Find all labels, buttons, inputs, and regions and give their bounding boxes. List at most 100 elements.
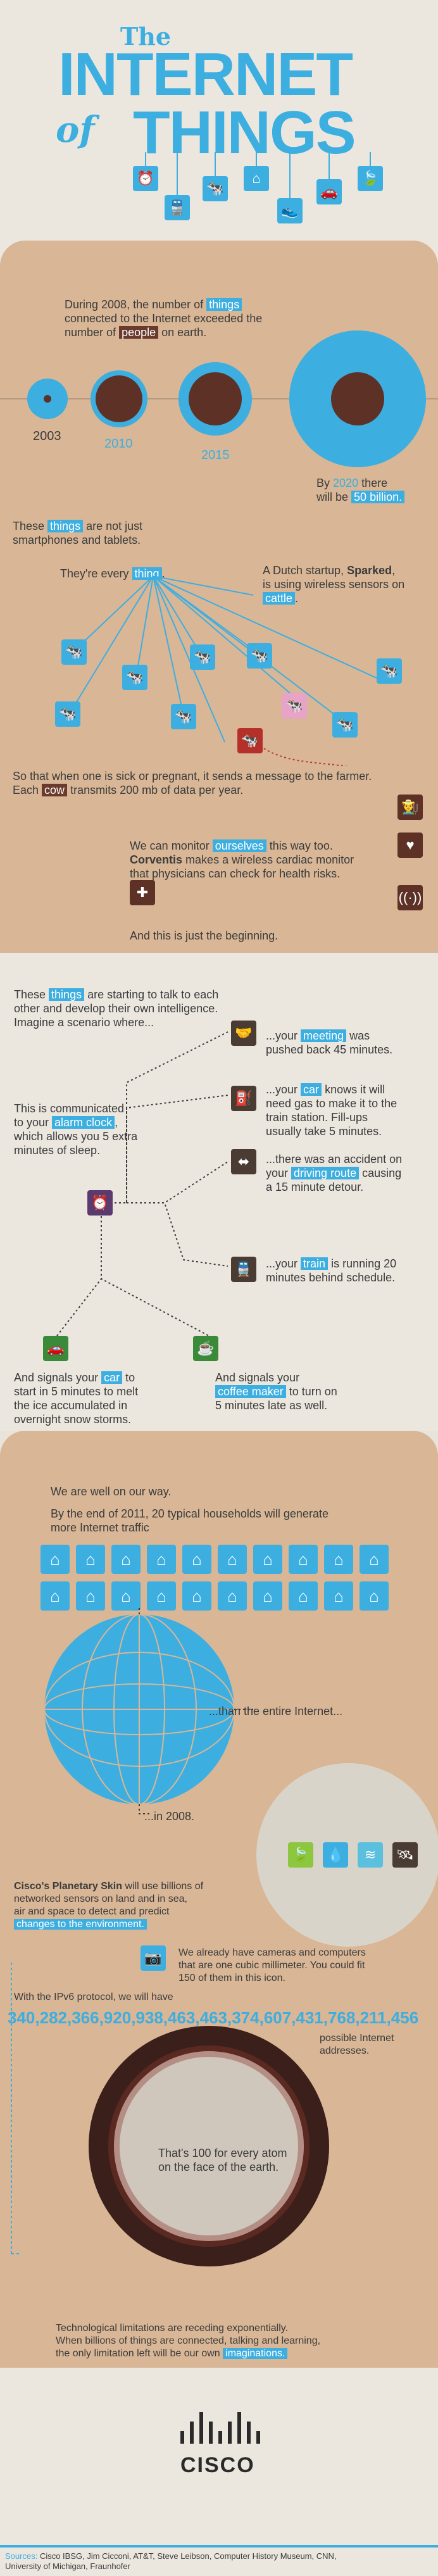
- satellite-icon: 🛰: [392, 1842, 418, 1868]
- cow-icon: 🐄: [171, 704, 196, 729]
- limitations-text: Technological limitations are receding e…: [56, 2323, 321, 2359]
- year-2010: 2010: [104, 437, 133, 451]
- household-icon: ⌂: [360, 1581, 389, 1611]
- household-icon: ⌂: [253, 1545, 282, 1574]
- household-grid: ⌂⌂⌂⌂⌂⌂⌂⌂⌂⌂⌂⌂⌂⌂⌂⌂⌂⌂⌂⌂: [41, 1545, 395, 1621]
- cow-icon-pregnant: 🐄: [282, 693, 307, 719]
- water-drop-icon: 💧: [323, 1842, 348, 1868]
- globe-graphic: [44, 1608, 253, 1814]
- household-icon: ⌂: [111, 1581, 141, 1611]
- year-2015: 2015: [201, 448, 230, 462]
- wireless-icon: ((·)): [397, 885, 423, 910]
- shoe-icon: 👟: [277, 198, 303, 223]
- well-on-way-text: We are well on our way.: [51, 1485, 172, 1498]
- wind-icon: ≋: [358, 1842, 383, 1868]
- meeting-text: ...your meeting was pushed back 45 minut…: [266, 1029, 393, 1056]
- car-icon: 🚗: [43, 1336, 68, 1361]
- household-icon: ⌂: [182, 1545, 211, 1574]
- footer-divider: [0, 2545, 438, 2548]
- camera-icon: 📷: [141, 1945, 166, 1971]
- intro-text: During 2008, the number of things connec…: [65, 298, 263, 339]
- alarm-clock-icon: ⏰: [133, 166, 158, 191]
- title-of: of: [56, 109, 95, 151]
- cow-icon: 🐄: [203, 176, 228, 201]
- scenario-connectors: [56, 1031, 228, 1336]
- coffee-text: And signals your coffee maker to turn on…: [215, 1371, 337, 1412]
- detour-icon: ⬌: [231, 1149, 256, 1174]
- household-icon: ⌂: [289, 1545, 318, 1574]
- footer-band: [0, 2368, 438, 2576]
- household-icon: ⌂: [41, 1581, 70, 1611]
- sparked-text: A Dutch startup, Sparked, is using wirel…: [263, 564, 405, 605]
- alarm-clock-icon: ⏰: [87, 1190, 113, 1216]
- train-icon: 🚆: [165, 195, 190, 220]
- household-icon: ⌂: [147, 1581, 176, 1611]
- household-icon: ⌂: [76, 1545, 105, 1574]
- light-section-2: [0, 953, 438, 1431]
- cisco-logo-bars: [180, 2412, 260, 2444]
- leaf-icon: 🍃: [288, 1842, 313, 1868]
- year-2003: 2003: [33, 429, 61, 443]
- households-text: By the end of 2011, 20 typical household…: [51, 1507, 328, 1534]
- cow-icon: 🐄: [61, 639, 87, 665]
- cow-icon: 🐄: [332, 712, 358, 738]
- hanging-lines: [145, 152, 371, 199]
- leaf-icon: 🍃: [358, 166, 383, 191]
- car-signal-text: And signals your car to start in 5 minut…: [14, 1371, 139, 1426]
- header-band: [0, 0, 438, 266]
- title-internet: INTERNET: [58, 41, 353, 108]
- cow-icon: 🐄: [190, 644, 215, 670]
- in-2008-text: ...in 2008.: [144, 1810, 195, 1823]
- cow-icon: 🐄: [377, 658, 402, 684]
- ipv6-address-count: 340,282,366,920,938,463,463,374,607,431,…: [8, 2008, 419, 2027]
- household-icon: ⌂: [182, 1581, 211, 1611]
- household-icon: ⌂: [218, 1581, 247, 1611]
- not-just-text: These things are not just smartphones an…: [13, 520, 143, 546]
- talk-text: These things are starting to talk to eac…: [14, 988, 219, 1029]
- ipv6-possible-text: possible Internet addresses.: [320, 2033, 394, 2056]
- farmer-text: So that when one is sick or pregnant, it…: [13, 770, 372, 796]
- gas-pump-icon: ⛽: [231, 1086, 256, 1111]
- title-the: The: [120, 22, 172, 51]
- cisco-logo-text: CISCO: [180, 2453, 255, 2477]
- by-2020-text: By 2020 there will be 50 billion.: [316, 476, 405, 504]
- cow-icon: 🐄: [55, 701, 80, 727]
- cattle-network: [66, 576, 390, 766]
- cow-icon: 🐄: [122, 665, 147, 690]
- household-icon: ⌂: [360, 1545, 389, 1574]
- home-icon: ⌂: [244, 166, 269, 191]
- corventis-text: We can monitor ourselves this way too. C…: [130, 839, 354, 880]
- coffee-cup-icon: ☕: [193, 1336, 218, 1361]
- heartbeat-icon: ♥: [397, 832, 423, 858]
- household-icon: ⌂: [253, 1581, 282, 1611]
- title-things: THINGS: [133, 99, 356, 166]
- ipv6-graphic: [11, 1963, 329, 2266]
- entire-internet-text: ...than the entire Internet...: [209, 1705, 343, 1718]
- sources-text: Sources: Cisco IBSG, Jim Cicconi, AT&T, …: [5, 2551, 337, 2571]
- train-icon: 🚆: [231, 1257, 256, 1282]
- household-icon: ⌂: [324, 1545, 353, 1574]
- household-icon: ⌂: [147, 1545, 176, 1574]
- route-text: ...there was an accident on your driving…: [266, 1153, 403, 1193]
- alarm-text: This is communicated to your alarm clock…: [14, 1102, 138, 1157]
- household-icon: ⌂: [289, 1581, 318, 1611]
- household-icon: ⌂: [41, 1545, 70, 1574]
- handshake-icon: 🤝: [231, 1021, 256, 1046]
- train-text: ...your train is running 20 minutes behi…: [266, 1257, 397, 1284]
- planetary-skin-text: Cisco's Planetary Skin will use billions…: [14, 1881, 204, 1930]
- ipv6-intro-text: With the IPv6 protocol, we will have: [14, 1992, 173, 2002]
- beginning-text: And this is just the beginning.: [130, 929, 278, 942]
- household-icon: ⌂: [76, 1581, 105, 1611]
- household-icon: ⌂: [111, 1545, 141, 1574]
- car-icon: 🚗: [316, 179, 342, 204]
- farmer-icon: 👨‍🌾: [397, 795, 423, 820]
- household-icon: ⌂: [218, 1545, 247, 1574]
- growth-circles: [0, 330, 438, 467]
- cow-icon: 🐄: [247, 643, 272, 669]
- atom-text: That's 100 for every atom on the face of…: [158, 2147, 287, 2173]
- household-icon: ⌂: [324, 1581, 353, 1611]
- car-gas-text: ...your car knows it will need gas to ma…: [266, 1083, 397, 1138]
- camera-text: We already have cameras and computers th…: [178, 1947, 366, 1983]
- cow-icon-sick: 🐄: [237, 728, 263, 753]
